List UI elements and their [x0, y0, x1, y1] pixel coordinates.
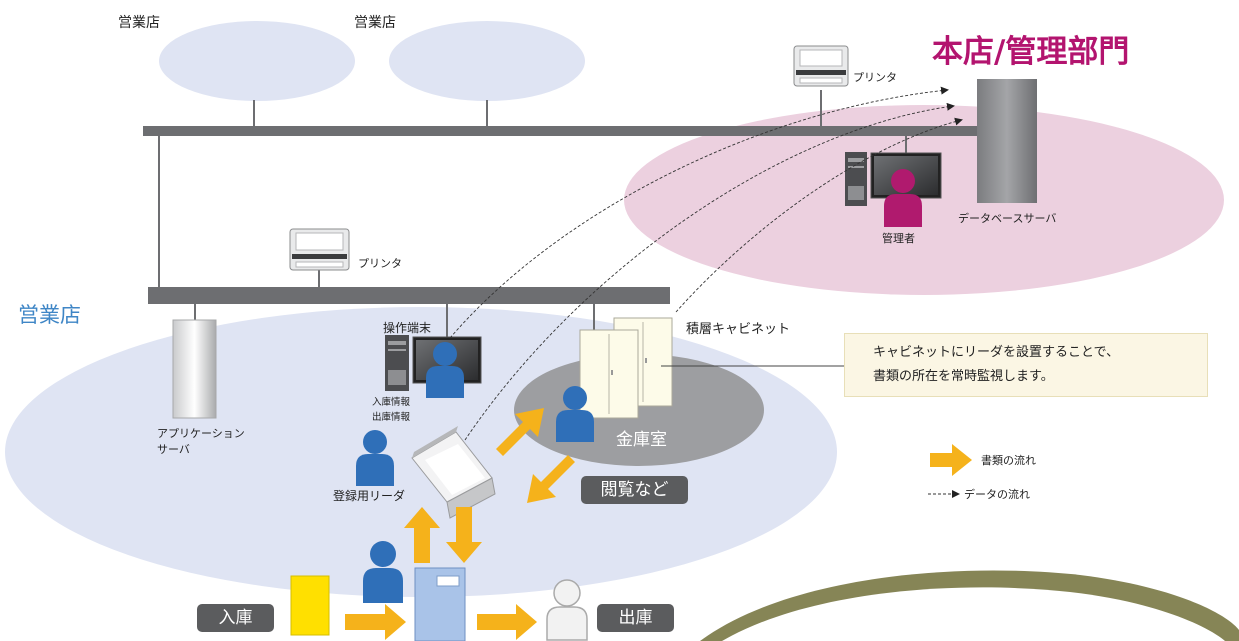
- note-line-1: キャビネットにリーダを設置することで、: [873, 345, 1120, 360]
- branch-cloud-1: [159, 21, 355, 101]
- database-server-icon: [977, 79, 1037, 203]
- arrow-from-vault: [527, 455, 575, 503]
- admin-person-icon: [884, 169, 922, 227]
- db-server-label: データベースサーバ: [958, 212, 1057, 225]
- printer-icon-branch: [289, 228, 350, 271]
- data-flow-cabinet: [675, 117, 963, 313]
- printer-label-branch: プリンタ: [358, 257, 402, 270]
- in-info-label: 入庫情報: [372, 397, 411, 408]
- branch-label-2: 営業店: [354, 15, 396, 31]
- document-box-icon: [414, 567, 466, 641]
- legend-doc-arrow: [930, 444, 972, 476]
- out-info-label: 出庫情報: [372, 412, 411, 423]
- stock-in-tag: 入庫: [197, 604, 274, 632]
- cabinet-label: 積層キャビネット: [686, 322, 791, 337]
- data-flow-lines: [449, 86, 963, 498]
- terminal-label: 操作端末: [383, 321, 432, 335]
- data-flow-reader: [464, 102, 955, 441]
- data-flow-terminal: [449, 86, 949, 339]
- hq-title: 本店/管理部門: [932, 34, 1130, 70]
- app-server-label-1: アプリケーション: [157, 427, 245, 440]
- operator-person-icon: [426, 342, 464, 398]
- branch-main-label: 営業店: [18, 303, 81, 327]
- stock-out-tag: 出庫: [597, 604, 674, 632]
- vault-label: 金庫室: [616, 430, 667, 450]
- legend-data-flow: データの流れ: [964, 488, 1030, 501]
- arrow-folder-to-box: [345, 604, 406, 640]
- outgoing-person-icon: [546, 579, 588, 641]
- arrow-box-to-outgoing: [477, 604, 537, 640]
- network-backbone: [143, 126, 980, 136]
- note-line-2: 書類の所在を常時監視します。: [873, 369, 1054, 384]
- register-reader-label: 登録用リーダ: [333, 489, 406, 503]
- browse-tag: 閲覧など: [581, 476, 688, 504]
- hq-zone: [624, 105, 1224, 295]
- stacked-cabinet-icon: [579, 317, 673, 419]
- cabinet-note-callout: キャビネットにリーダを設置することで、 書類の所在を常時監視します。: [844, 333, 1208, 397]
- app-server-label-2: サーバ: [157, 443, 190, 456]
- admin-label: 管理者: [882, 232, 915, 245]
- application-server-icon: [172, 319, 217, 419]
- branch-label-1: 営業店: [118, 15, 160, 31]
- intake-person-icon: [363, 541, 403, 603]
- vault-staff-person-icon: [556, 386, 594, 442]
- arrow-up-to-reader: [404, 507, 440, 563]
- arrow-down-from-reader: [446, 507, 482, 563]
- arrow-to-vault: [496, 408, 544, 456]
- printer-label-hq: プリンタ: [853, 71, 897, 84]
- branch-lan: [148, 287, 670, 304]
- branch-cloud-2: [389, 21, 585, 101]
- document-flow-arrows: [345, 408, 972, 640]
- decorative-arc-inner: [722, 587, 1225, 641]
- document-folder-icon: [290, 575, 330, 636]
- registrar-person-icon: [356, 430, 394, 486]
- legend-doc-flow: 書類の流れ: [981, 454, 1036, 467]
- printer-icon-hq: [793, 45, 849, 87]
